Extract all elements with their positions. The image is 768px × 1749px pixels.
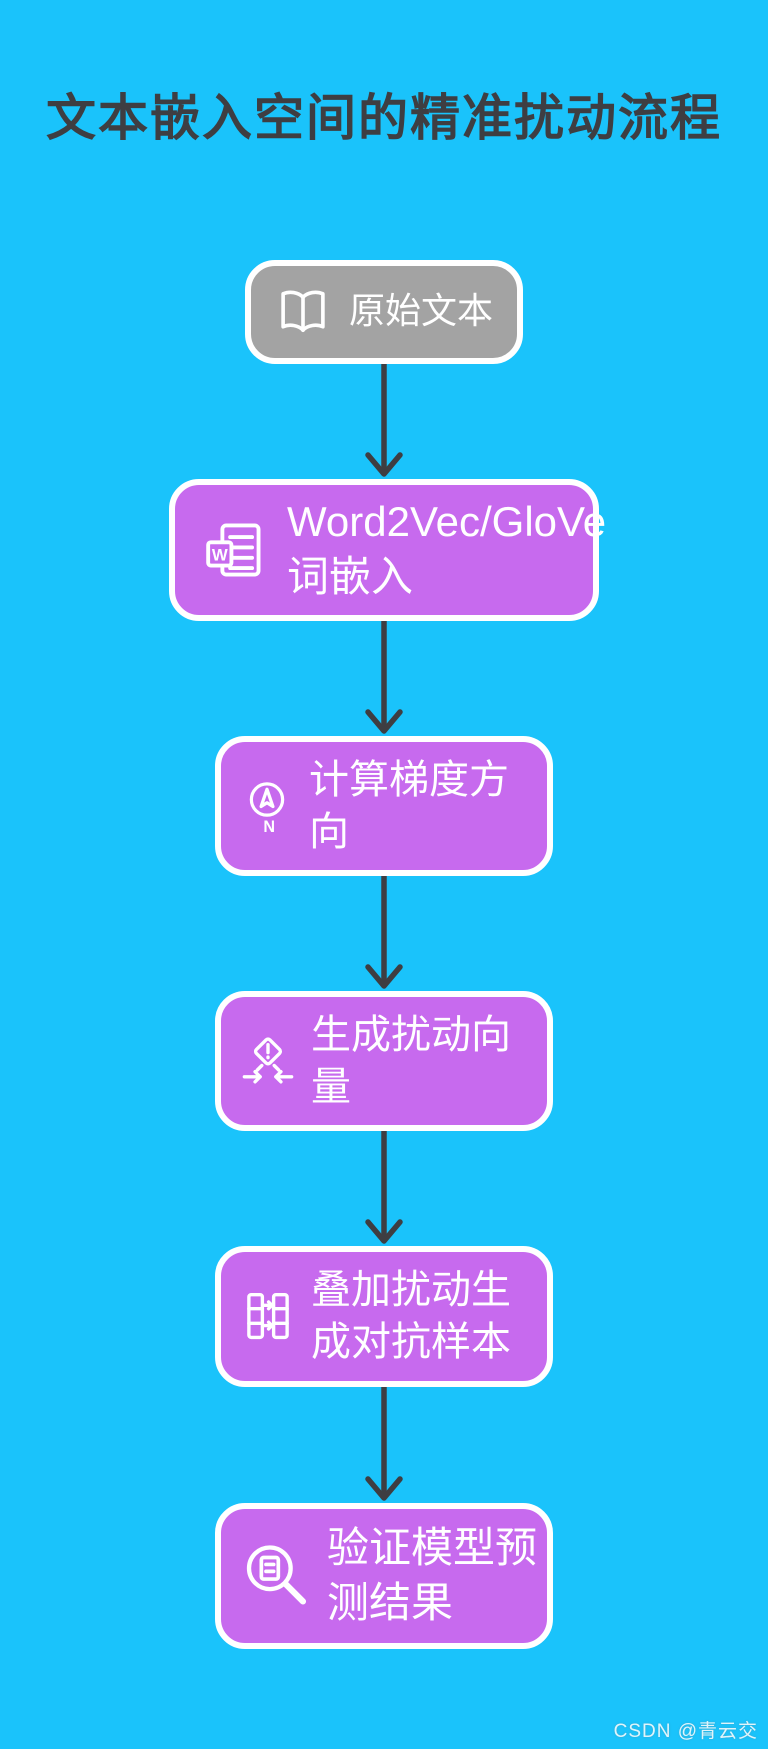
flow-step-perturbation-vector: 生成扰动向 量	[215, 990, 553, 1131]
flow-step-adversarial-sample: 叠加扰动生 成对抗样本	[215, 1245, 553, 1387]
flow-step-gradient-direction: N 计算梯度方 向	[215, 735, 553, 876]
compass-icon: N	[241, 778, 293, 834]
flow-step-label: 计算梯度方 向	[309, 757, 509, 854]
flow-step-word-embedding: W Word2Vec/GloVe 词嵌入	[169, 478, 606, 621]
flow-step-label: 生成扰动向 量	[311, 1012, 511, 1109]
flow-arrow-down	[365, 1386, 403, 1501]
svg-text:N: N	[263, 817, 275, 833]
columns-transform-icon	[241, 1289, 295, 1343]
perturbation-warning-icon	[241, 1034, 295, 1088]
page-title: 文本嵌入空间的精准扰动流程	[46, 90, 722, 146]
svg-text:W: W	[212, 545, 228, 564]
flow-arrow-down	[365, 363, 403, 477]
flow-step-original-text: 原始文本	[245, 259, 523, 364]
word-document-icon: W	[203, 519, 265, 581]
flow-step-label: 原始文本	[348, 290, 493, 332]
flow-step-label: 叠加扰动生 成对抗样本	[311, 1268, 511, 1364]
flow-arrow-down	[365, 1130, 403, 1244]
magnifier-check-icon	[239, 1539, 313, 1613]
watermark: CSDN @青云交	[613, 1721, 758, 1742]
open-book-icon	[275, 287, 331, 337]
flow-step-verify-prediction: 验证模型预 测结果	[215, 1502, 553, 1649]
flow-arrow-down	[365, 875, 403, 989]
flow-step-label: Word2Vec/GloVe 词嵌入	[287, 497, 607, 600]
flow-arrow-down	[365, 620, 403, 734]
flow-step-label: 验证模型预 测结果	[327, 1523, 538, 1626]
